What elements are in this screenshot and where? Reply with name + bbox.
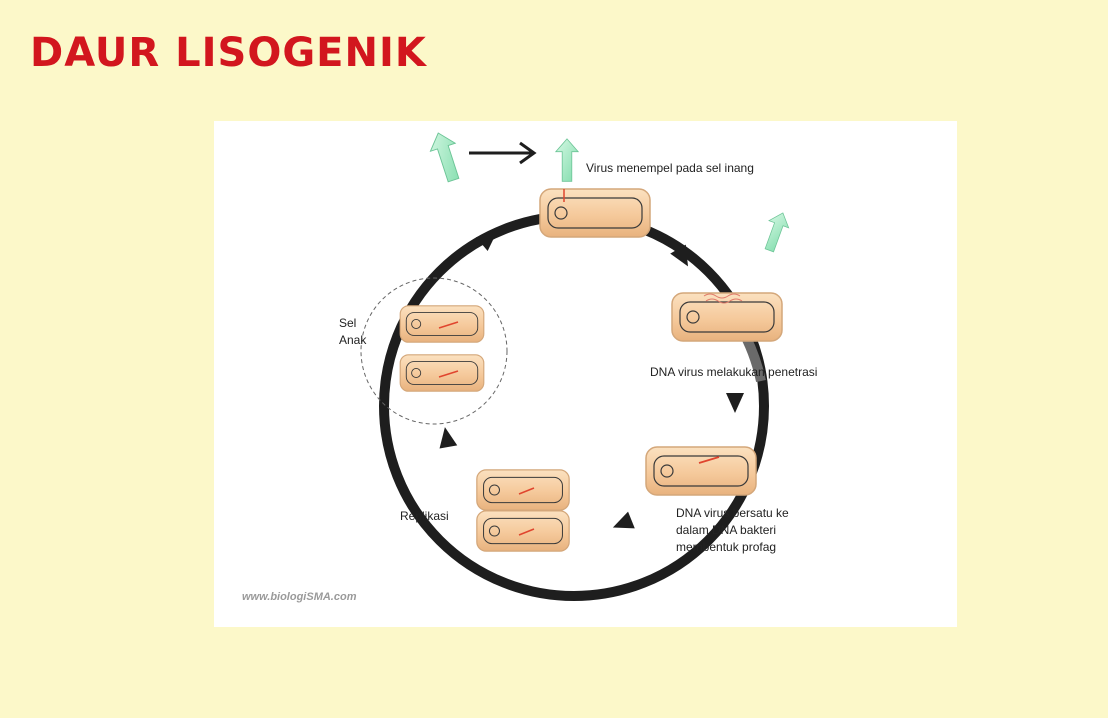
cell-prophage [645,446,757,496]
prophage-dna [518,528,535,536]
slide-title: DAUR LISOGENIK [30,30,427,76]
label-daughter-line1: Sel [339,316,356,330]
cycle-arrowhead [670,244,688,267]
cell-penetration [671,292,783,342]
phage-icon [425,128,467,185]
phage-icon [555,138,579,182]
cycle-arrowhead [476,231,498,252]
daughter-cells-highlight [360,277,508,425]
movement-arrow [469,141,537,165]
prophage-dna [438,321,459,329]
label-daughter-line2: Anak [339,333,367,347]
label-integrate-line2: dalam DNA bakteri [676,523,776,537]
viral-dna-entering [703,293,741,299]
viral-dna-entering [705,298,743,304]
cycle-arrowhead [612,511,635,529]
cycle-arrowheads [439,231,744,529]
label-penetration: DNA virus melakukan penetrasi [650,365,817,379]
lysogenic-cycle-figure: Virus menempel pada sel inang DNA virus … [214,121,957,627]
cells-daughter [399,305,485,392]
label-attach: Virus menempel pada sel inang [586,161,754,175]
label-replication: Replikasi [400,509,449,523]
source-credit: www.biologiSMA.com [242,591,357,603]
lysogenic-cycle-diagram: Virus menempel pada sel inang DNA virus … [242,128,817,603]
cycle-ring [379,211,769,601]
phage-icon [759,208,794,255]
prophage-dna [518,487,535,495]
cycle-arrowhead [439,427,458,449]
cycle-arrowhead [726,393,744,413]
label-integrate-line1: DNA virus bersatu ke [676,506,789,520]
cell-host-attach [539,188,651,238]
prophage-dna [438,370,459,378]
cells-replication [476,469,570,552]
label-integrate-line3: membentuk profag [676,540,776,554]
prophage-dna [698,456,720,464]
